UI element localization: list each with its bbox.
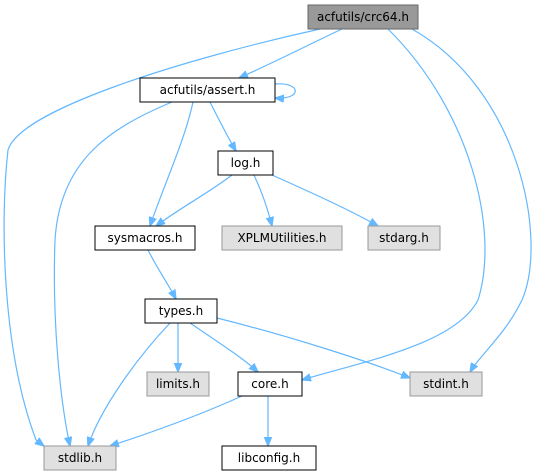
- node-label-core: core.h: [251, 377, 288, 391]
- edge-core-to-stdlib: [110, 395, 243, 446]
- edge-types-to-stdlib: [88, 322, 171, 446]
- node-limits: limits.h: [146, 371, 210, 397]
- node-sysmacros[interactable]: sysmacros.h: [94, 225, 196, 251]
- edge-sysmacros-to-types: [147, 249, 176, 299]
- node-log[interactable]: log.h: [217, 150, 274, 176]
- node-label-libconfig: libconfig.h: [238, 451, 300, 465]
- edge-assert-to-stdlib: [53, 101, 173, 446]
- node-core[interactable]: core.h: [237, 371, 303, 397]
- edge-crc64-to-stdlib: [3, 28, 321, 446]
- node-box-xplm: [221, 225, 343, 251]
- nodes-layer: acfutils/crc64.h acfutils/assert.h log.h sy…: [43, 4, 483, 471]
- node-box-sysmacros: [94, 225, 196, 251]
- edge-crc64-to-core: [302, 28, 486, 380]
- node-box-core: [237, 371, 303, 397]
- edge-types-to-stdint: [216, 317, 410, 378]
- node-box-libconfig: [221, 445, 317, 471]
- node-stdlib: stdlib.h: [43, 445, 117, 471]
- edge-assert-to-log: [209, 101, 236, 151]
- node-label-stdarg: stdarg.h: [379, 231, 429, 245]
- node-libconfig[interactable]: libconfig.h: [221, 445, 317, 471]
- node-label-sysmacros: sysmacros.h: [108, 231, 183, 245]
- edge-log-to-xplm: [253, 174, 272, 226]
- node-label-log: log.h: [231, 156, 261, 170]
- node-crc64[interactable]: acfutils/crc64.h: [307, 4, 419, 30]
- node-box-log: [217, 150, 274, 176]
- node-box-stdint: [409, 371, 483, 397]
- node-stdint: stdint.h: [409, 371, 483, 397]
- node-label-xplm: XPLMUtilities.h: [237, 231, 326, 245]
- node-types[interactable]: types.h: [144, 298, 218, 324]
- edge-crc64-to-assert: [239, 28, 343, 78]
- node-label-limits: limits.h: [156, 377, 200, 391]
- node-box-stdlib: [43, 445, 117, 471]
- node-box-types: [144, 298, 218, 324]
- node-label-crc64: acfutils/crc64.h: [317, 10, 409, 24]
- node-label-stdlib: stdlib.h: [58, 451, 102, 465]
- node-box-assert: [139, 77, 276, 103]
- edge-log-to-sysmacros: [156, 174, 233, 226]
- edge-types-to-core: [189, 322, 258, 372]
- edge-assert-to-sysmacros: [150, 101, 194, 226]
- node-box-crc64: [307, 4, 419, 30]
- node-xplm: XPLMUtilities.h: [221, 225, 343, 251]
- node-label-types: types.h: [159, 304, 203, 318]
- node-stdarg: stdarg.h: [367, 225, 441, 251]
- node-label-stdint: stdint.h: [423, 377, 469, 391]
- edge-crc64-to-stdint: [411, 28, 532, 372]
- edges-layer: [3, 28, 532, 446]
- node-assert[interactable]: acfutils/assert.h: [139, 77, 276, 103]
- node-box-stdarg: [367, 225, 441, 251]
- edge-log-to-stdarg: [271, 174, 378, 226]
- node-label-assert: acfutils/assert.h: [160, 83, 256, 97]
- edge-assert-to-assert: [275, 83, 296, 98]
- node-box-limits: [146, 371, 210, 397]
